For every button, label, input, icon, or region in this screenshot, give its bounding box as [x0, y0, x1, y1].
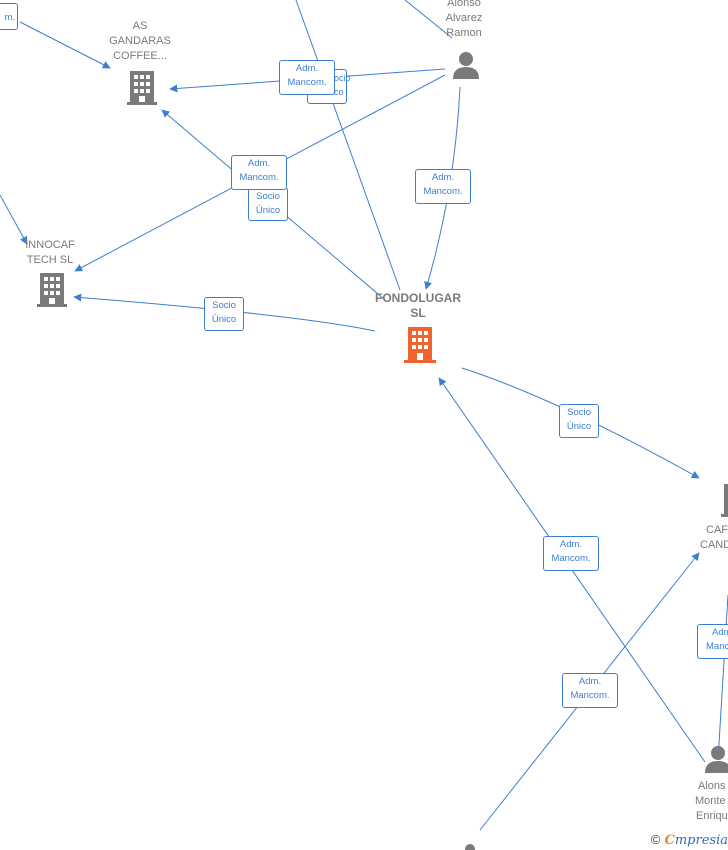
edge-label-text: m. — [4, 12, 15, 23]
alonso-alvarez-line-1: Alonso — [447, 0, 481, 9]
brand-name: mpresia — [674, 833, 728, 848]
edge-label-adm-mancom-top[interactable]: Adm. Mancom. — [279, 60, 335, 95]
alonso-monte-line-3: Enriqu — [696, 810, 728, 822]
brand-initial: C — [664, 833, 675, 848]
edge-monte-to-right — [717, 594, 728, 761]
fondolugar-line-2: SL — [410, 306, 426, 320]
edge-label-adm-mancom-right-edge[interactable]: Adm Manc — [697, 624, 728, 659]
edge-offscreen-to-innocaf — [0, 194, 28, 245]
edge-label-socio-unico-mid[interactable]: Socio Único — [248, 187, 288, 221]
alonso-monte-label[interactable]: Alons Monte Enriqu — [694, 779, 728, 824]
edge-label-text: Socio — [212, 300, 236, 311]
empresia-watermark[interactable]: © Cmpresia — [651, 832, 728, 848]
edge-label-text: Adm. — [295, 63, 319, 74]
as-gandaras-label[interactable]: AS GANDARAS COFFEE... — [100, 19, 180, 64]
innocaf-line-2: TECH SL — [26, 254, 74, 266]
innocaf-line-1: INNOCAF — [25, 239, 75, 251]
person-icon[interactable] — [704, 745, 728, 773]
edge-top-to-fondolugar — [295, 0, 401, 291]
alonso-monte-line-1: Alons — [698, 780, 726, 792]
edge-label-text: Adm. — [559, 539, 583, 550]
cafe-cand-label[interactable]: CAF CAND — [700, 523, 728, 553]
edge-label-text: Socio — [256, 191, 280, 202]
alonso-alvarez-label[interactable]: Alonso Alvarez Ramon — [434, 0, 494, 41]
edge-label-adm-mancom-bottom[interactable]: Adm. Mancom. — [562, 673, 618, 708]
edge-label-text: Único — [255, 205, 281, 216]
edge-label-adm-mancom-monte[interactable]: Adm. Mancom. — [543, 536, 599, 571]
building-icon[interactable] — [718, 484, 728, 518]
innocaf-label[interactable]: INNOCAF TECH SL — [10, 238, 90, 268]
edge-label-text: Adm. — [431, 172, 455, 183]
person-icon[interactable] — [452, 51, 480, 79]
edge-label-text: Mancom. — [551, 553, 591, 564]
alonso-monte-line-2: Monte — [695, 795, 726, 807]
edge-offscreen-to-as-gandaras — [19, 21, 111, 69]
alonso-alvarez-line-2: Alvarez — [445, 12, 483, 24]
as-gandaras-line-1: AS — [132, 20, 148, 32]
edge-label-text: Mancom. — [570, 690, 610, 701]
edge-label-text: Manc — [706, 641, 728, 652]
edge-label-text: Adm. — [247, 158, 271, 169]
edge-label-text: Mancom. — [239, 172, 279, 183]
edge-offscreen-to-alonso — [404, 0, 453, 39]
edge-label-socio-unico-cafe[interactable]: Socio Único — [559, 404, 599, 438]
edge-label-text: Adm — [712, 627, 728, 638]
edge-label-text: Mancom. — [287, 77, 327, 88]
edge-label-text: Único — [211, 314, 237, 325]
fondolugar-line-1: FONDOLUGAR — [375, 291, 461, 305]
edge-label-socio-unico-innocaf[interactable]: Socio Único — [204, 297, 244, 331]
as-gandaras-line-3: COFFEE... — [113, 50, 167, 62]
alonso-alvarez-line-3: Ramon — [446, 27, 482, 39]
edge-label-adm-mancom-mid[interactable]: Adm. Mancom. — [231, 155, 287, 190]
fondolugar-label[interactable]: FONDOLUGAR SL — [363, 291, 473, 321]
copyright-symbol: © — [650, 832, 661, 847]
edge-label-text: Único — [566, 421, 592, 432]
cafe-cand-line-1: CAF — [706, 524, 728, 536]
building-icon[interactable] — [127, 71, 157, 105]
edge-label-text: Adm. — [578, 676, 602, 687]
as-gandaras-line-2: GANDARAS — [109, 35, 171, 47]
building-main-icon[interactable] — [404, 327, 436, 363]
edge-fondolugar-to-innocaf — [73, 293, 376, 332]
building-icon[interactable] — [37, 273, 67, 307]
edge-label-adm-cut[interactable]: m. — [0, 3, 18, 30]
cafe-cand-line-2: CAND — [700, 539, 728, 551]
edge-label-adm-mancom-right[interactable]: Adm. Mancom. — [415, 169, 471, 204]
edge-label-text: Socio — [328, 73, 351, 83]
person-icon[interactable] — [456, 842, 484, 850]
edge-label-text: Socio — [567, 407, 591, 418]
edge-label-text: Mancom. — [423, 186, 463, 197]
